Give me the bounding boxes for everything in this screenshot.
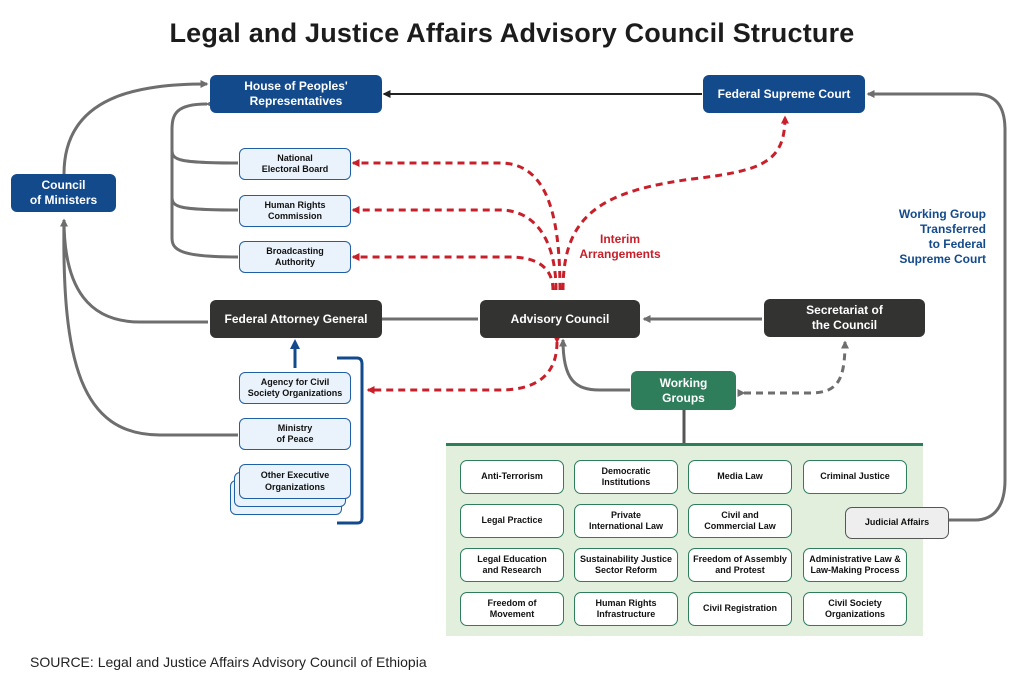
line-peace-to-ministers — [62, 219, 238, 437]
executive-bracket — [337, 356, 364, 525]
national-electoral-board: National Electoral Board — [239, 148, 351, 180]
working-groups-panel: Anti-Terrorism Democratic Institutions M… — [446, 443, 949, 636]
interim-to-electoral — [351, 159, 562, 291]
federal-supreme-court: Federal Supreme Court — [703, 75, 865, 113]
working-group-item: Freedom of Movement — [460, 592, 564, 626]
working-group-item: Administrative Law & Law-Making Process — [803, 548, 907, 582]
working-groups: Working Groups — [631, 371, 736, 410]
working-group-item: Media Law — [688, 460, 792, 494]
advisory-council: Advisory Council — [480, 300, 640, 338]
working-group-item: Civil Society Organizations — [803, 592, 907, 626]
working-group-item: Civil Registration — [688, 592, 792, 626]
arrow-judicial-to-supreme — [866, 90, 1007, 522]
source-text: Legal and Justice Affairs Advisory Counc… — [97, 654, 427, 670]
working-group-item: Anti-Terrorism — [460, 460, 564, 494]
arrow-attorney-to-ministers — [60, 218, 208, 324]
working-group-item: Civil and Commercial Law — [688, 504, 792, 538]
working-group-item: Freedom of Assembly and Protest — [688, 548, 792, 582]
arrow-ministers-to-house — [62, 80, 209, 175]
agency-for-civil-society-organizations: Agency for Civil Society Organizations — [239, 372, 351, 404]
working-group-item: Sustainability Justice Sector Reform — [574, 548, 678, 582]
ministry-of-peace: Ministry of Peace — [239, 418, 351, 450]
source-note: SOURCE: Legal and Justice Affairs Adviso… — [30, 654, 427, 670]
working-group-item: Private International Law — [574, 504, 678, 538]
working-group-transferred-label: Working Group Transferred to Federal Sup… — [898, 207, 986, 266]
arrow-bodies-to-house — [170, 99, 239, 259]
other-executive-organizations: Other Executive Organizations — [239, 464, 351, 499]
working-group-item: Legal Education and Research — [460, 548, 564, 582]
interim-arrangements-label: Interim Arrangements — [579, 232, 661, 261]
working-group-item: Human Rights Infrastructure — [574, 592, 678, 626]
arrow-groups-to-advisory — [559, 338, 630, 392]
council-of-ministers: Council of Ministers — [11, 174, 116, 212]
chart-title: Legal and Justice Affairs Advisory Counc… — [169, 18, 855, 48]
working-group-item: Legal Practice — [460, 504, 564, 538]
interim-to-agency — [366, 335, 562, 394]
source-prefix: SOURCE: — [30, 654, 94, 670]
secretariat-of-the-council: Secretariat of the Council — [764, 299, 925, 337]
federal-attorney-general: Federal Attorney General — [210, 300, 382, 338]
working-group-item: Democratic Institutions — [574, 460, 678, 494]
interim-to-supreme — [561, 115, 789, 291]
judicial-affairs: Judicial Affairs — [845, 507, 949, 539]
arrow-groups-to-secretariat — [737, 340, 849, 397]
broadcasting-authority: Broadcasting Authority — [239, 241, 351, 273]
working-group-item: Criminal Justice — [803, 460, 907, 494]
interim-to-humanrights — [351, 206, 558, 291]
house-of-peoples-representatives: House of Peoples' Representatives — [210, 75, 382, 113]
human-rights-commission: Human Rights Commission — [239, 195, 351, 227]
interim-to-broadcasting — [351, 253, 555, 291]
